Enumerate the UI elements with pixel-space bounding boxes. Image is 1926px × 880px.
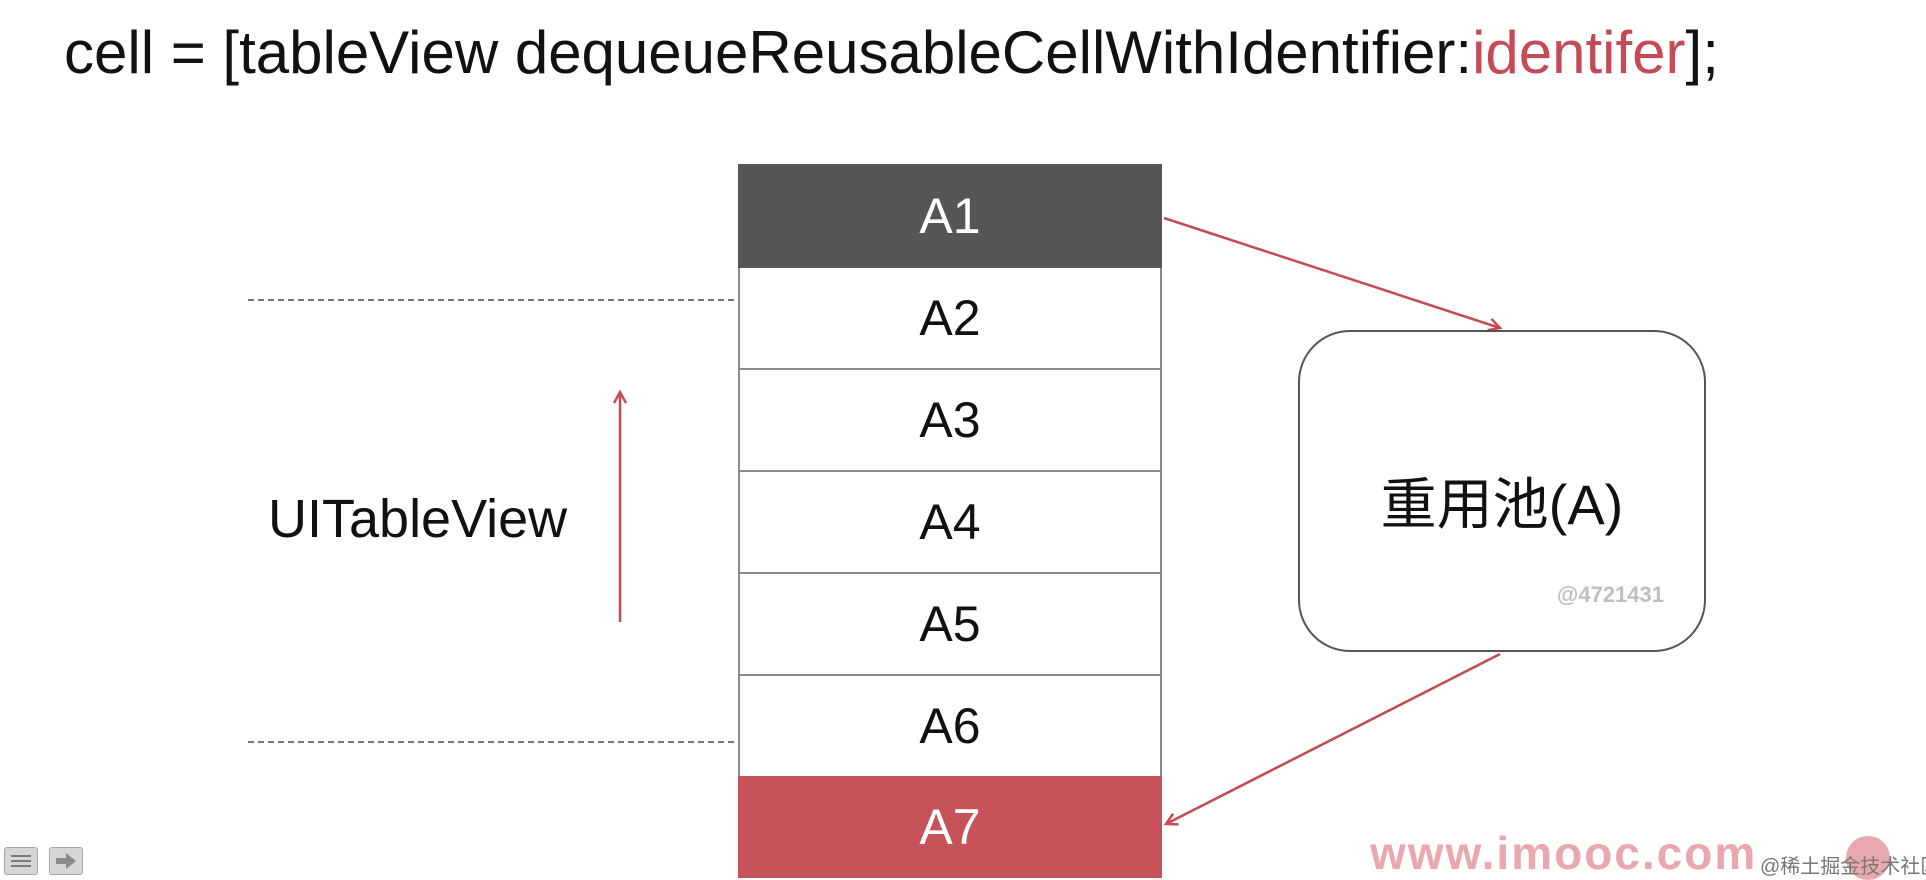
code-title: cell = [tableView dequeueReusableCellWit… (64, 18, 1719, 87)
code-argument: identifer (1472, 19, 1686, 86)
pool-watermark: @4721431 (1556, 582, 1664, 607)
table-cell-a6: A6 (738, 676, 1162, 778)
cell-label: A5 (919, 596, 981, 652)
menu-button[interactable] (2, 846, 40, 876)
logo-icon (1846, 836, 1890, 880)
next-arrow-icon (49, 847, 83, 875)
table-cell-a2: A2 (738, 268, 1162, 370)
next-slide-button[interactable] (46, 846, 86, 876)
reuse-pool: 重用池(A) @4721431 (1298, 330, 1706, 652)
cell-label: A1 (919, 188, 981, 244)
site-watermark: www.imooc.com (1370, 827, 1758, 879)
table-view-label: UITableView (268, 489, 568, 549)
table-cell-a4: A4 (738, 472, 1162, 574)
code-prefix: cell = [tableView dequeueReusableCellWit… (64, 19, 1473, 86)
cell-label: A6 (919, 698, 981, 754)
dequeue-arrow (1166, 652, 1501, 824)
code-suffix: ]; (1685, 19, 1719, 86)
table-cell-a3: A3 (738, 370, 1162, 472)
cell-label: A2 (919, 290, 981, 346)
table-cell-a5: A5 (738, 574, 1162, 676)
credit-watermark: @稀土掘金技术社区 (1760, 856, 1926, 878)
cell-label: A7 (919, 799, 981, 855)
table-cell-a1: A1 (738, 164, 1162, 268)
cell-label: A3 (919, 392, 981, 448)
reuse-pool-label: 重用池(A) (1380, 473, 1624, 536)
cell-label: A4 (919, 494, 981, 550)
table-cell-a7: A7 (738, 776, 1162, 878)
enqueue-arrow (1163, 216, 1500, 328)
menu-icon (4, 847, 38, 875)
